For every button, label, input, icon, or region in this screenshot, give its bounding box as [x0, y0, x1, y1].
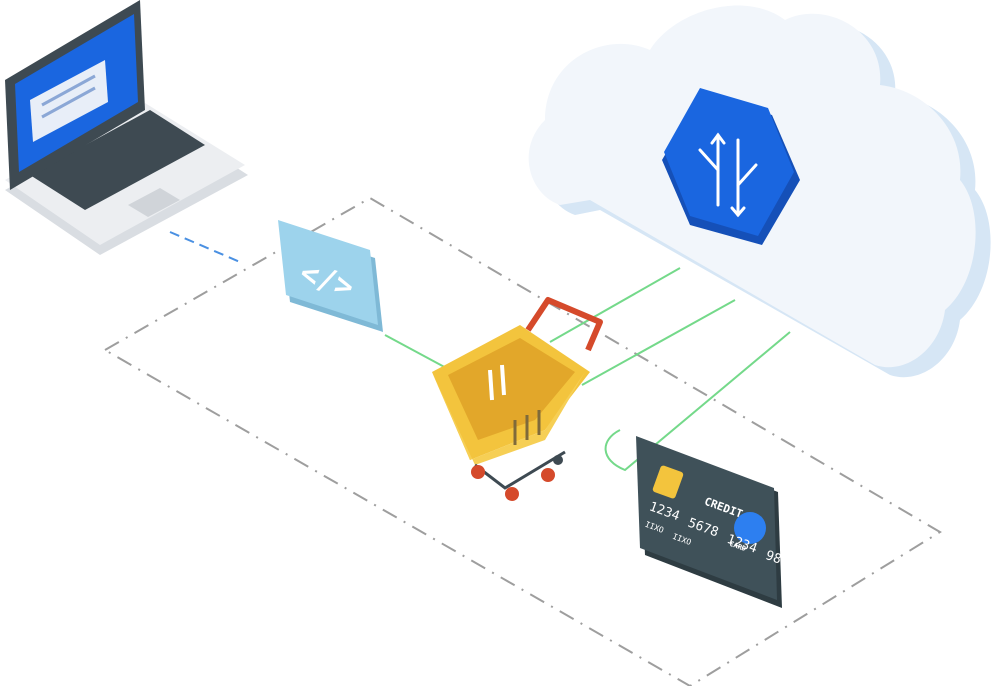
- laptop-icon: [5, 0, 248, 255]
- gateway-arrows-icon: [698, 132, 758, 218]
- laptop-connector: [169, 231, 241, 263]
- credit-card-icon: CREDIT CARD 1234 5678 1234 9876 IIXO IIX…: [636, 436, 798, 608]
- api-block: </>: [278, 220, 383, 332]
- shopping-cart-icon: [432, 297, 603, 501]
- dashed-boundary: [102, 196, 942, 686]
- card-logo-circle: [734, 512, 766, 544]
- connector-lines: [384, 267, 791, 472]
- gateway-hexagon: [662, 88, 800, 245]
